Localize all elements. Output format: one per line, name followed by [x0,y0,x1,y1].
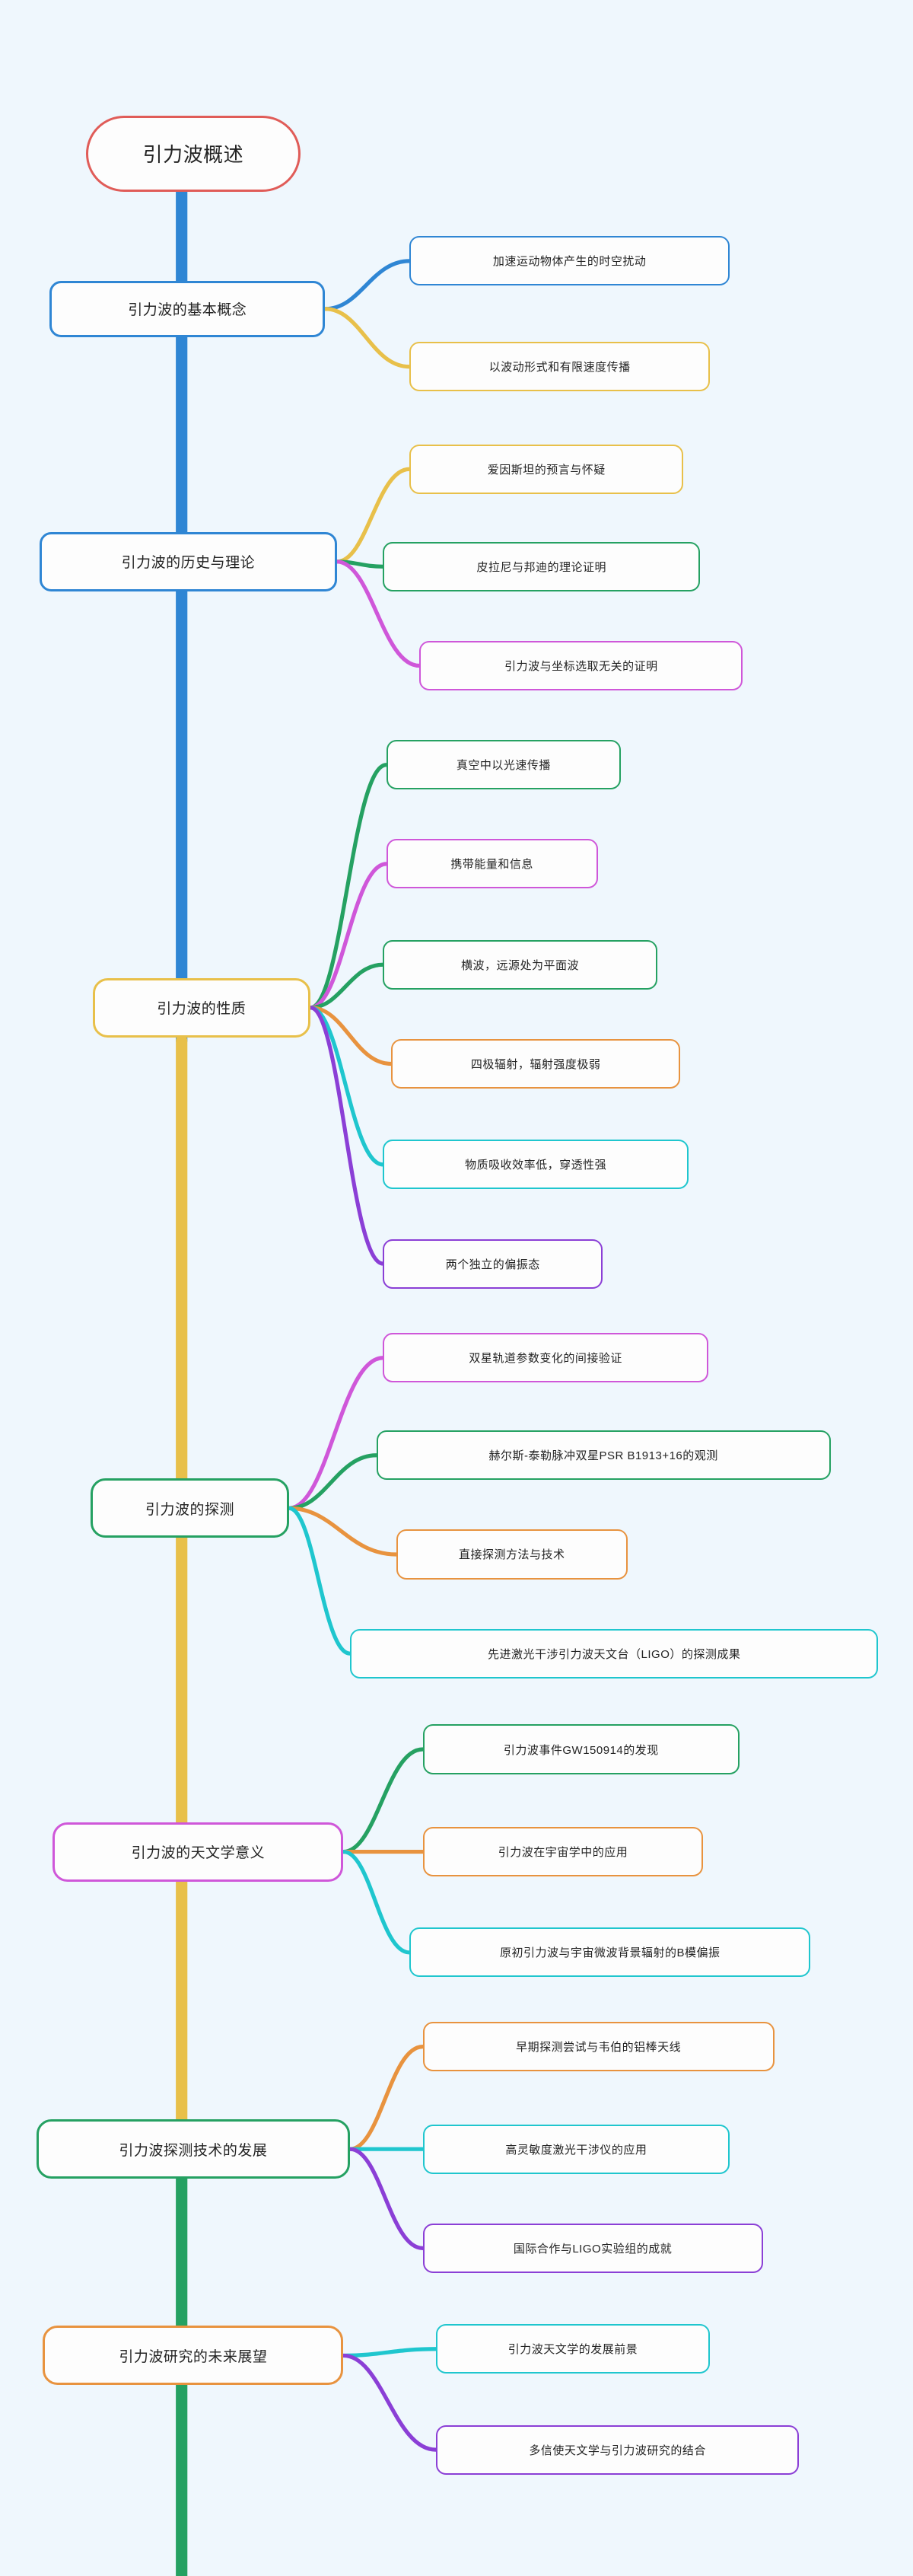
leaf-node-2-2-label: 皮拉尼与邦迪的理论证明 [476,560,606,574]
leaf-node-3-2-label: 携带能量和信息 [450,858,533,872]
connector [341,2347,438,2358]
leaf-node-4-2-label: 赫尔斯-泰勒脉冲双星PSR B1913+16的观测 [488,1449,718,1463]
branch-node-1[interactable]: 引力波的基本概念 [49,280,326,337]
leaf-node-2-3[interactable]: 引力波与坐标选取无关的证明 [419,640,743,691]
leaf-node-6-2-label: 高灵敏度激光干涉仪的应用 [505,2143,647,2157]
leaf-node-5-2-label: 引力波在宇宙学中的应用 [498,1846,628,1860]
leaf-node-3-5[interactable]: 物质吸收效率低，穿透性强 [383,1140,689,1190]
leaf-node-7-2[interactable]: 多信使天文学与引力波研究的结合 [435,2425,800,2475]
leaf-node-2-3-label: 引力波与坐标选取无关的证明 [504,660,658,673]
branch-node-4-label: 引力波的探测 [145,1501,235,1518]
root-node[interactable]: 引力波概述 [85,115,301,192]
leaf-node-3-4-label: 四极辐射，辐射强度极弱 [470,1057,601,1071]
leaf-node-3-6[interactable]: 两个独立的偏振态 [383,1239,603,1289]
leaf-node-6-1-label: 早期探测尝试与韦伯的铝棒天线 [516,2041,682,2055]
branch-node-1-label: 引力波的基本概念 [128,302,247,319]
leaf-node-4-2[interactable]: 赫尔斯-泰勒脉冲双星PSR B1913+16的观测 [376,1430,831,1481]
leaf-node-1-2-label: 以波动形式和有限速度传播 [488,361,631,375]
connector [323,259,412,311]
leaf-node-3-3-label: 横波，远源处为平面波 [461,958,580,972]
leaf-node-2-1-label: 爱因斯坦的预言与怀疑 [487,463,606,477]
connector [308,763,389,1010]
leaf-node-7-2-label: 多信使天文学与引力波研究的结合 [529,2444,706,2457]
leaf-node-6-3-label: 国际合作与LIGO实验组的成就 [513,2242,673,2256]
leaf-node-7-1-label: 引力波天文学的发展前景 [507,2343,638,2357]
leaf-node-6-2[interactable]: 高灵敏度激光干涉仪的应用 [422,2124,730,2174]
leaf-node-4-1[interactable]: 双星轨道参数变化的间接验证 [383,1333,708,1383]
connector [335,560,386,569]
leaf-node-4-4[interactable]: 先进激光干涉引力波天文台（LIGO）的探测成果 [350,1628,879,1679]
leaf-node-5-1-label: 引力波事件GW150914的发现 [503,1743,659,1757]
branch-node-7-label: 引力波研究的未来展望 [119,2348,268,2365]
connector [308,1006,393,1066]
connector [323,307,412,369]
leaf-node-3-2[interactable]: 携带能量和信息 [386,839,598,889]
branch-node-4[interactable]: 引力波的探测 [91,1478,289,1538]
branch-node-2[interactable]: 引力波的历史与理论 [40,531,337,591]
leaf-node-6-1[interactable]: 早期探测尝试与韦伯的铝棒天线 [422,2022,775,2072]
connector [348,2045,425,2151]
leaf-node-1-1[interactable]: 加速运动物体产生的时空扰动 [409,236,730,286]
leaf-node-4-4-label: 先进激光干涉引力波天文台（LIGO）的探测成果 [488,1647,741,1661]
connector [341,2353,438,2452]
connector [287,1356,386,1510]
leaf-node-4-3-label: 直接探测方法与技术 [458,1548,565,1562]
leaf-node-2-2[interactable]: 皮拉尼与邦迪的理论证明 [383,541,701,591]
branch-node-7[interactable]: 引力波研究的未来展望 [43,2326,344,2386]
leaf-node-6-3[interactable]: 国际合作与LIGO实验组的成就 [422,2223,763,2273]
leaf-node-4-3[interactable]: 直接探测方法与技术 [396,1529,628,1580]
leaf-node-5-2[interactable]: 引力波在宇宙学中的应用 [422,1827,704,1877]
branch-node-3-label: 引力波的性质 [157,1001,247,1018]
connector [308,1006,386,1167]
leaf-node-1-1-label: 加速运动物体产生的时空扰动 [492,255,647,269]
leaf-node-3-1[interactable]: 真空中以光速传播 [386,740,621,790]
leaf-node-7-1[interactable]: 引力波天文学的发展前景 [435,2324,711,2374]
leaf-node-3-4[interactable]: 四极辐射，辐射强度极弱 [391,1038,681,1089]
leaf-node-3-5-label: 物质吸收效率低，穿透性强 [465,1159,607,1172]
leaf-node-5-3-label: 原初引力波与宇宙微波背景辐射的B模偏振 [500,1946,721,1960]
branch-node-2-label: 引力波的历史与理论 [121,555,256,572]
leaf-node-4-1-label: 双星轨道参数变化的间接验证 [469,1352,622,1366]
connector [341,1849,412,1955]
connector [348,2147,425,2250]
branch-node-6-label: 引力波探测技术的发展 [119,2142,268,2159]
leaf-node-3-6-label: 两个独立的偏振态 [445,1258,540,1271]
leaf-node-5-3[interactable]: 原初引力波与宇宙微波背景辐射的B模偏振 [409,1927,811,1978]
leaf-node-3-3[interactable]: 横波，远源处为平面波 [383,939,657,990]
connector [308,862,389,1010]
connector [308,962,386,1010]
leaf-node-2-1[interactable]: 爱因斯坦的预言与怀疑 [409,444,684,494]
connector [287,1506,352,1656]
connector [287,1453,379,1510]
connector [287,1506,399,1557]
leaf-node-3-1-label: 真空中以光速传播 [456,759,551,773]
connector [308,1006,386,1266]
connector [341,1747,425,1854]
branch-node-6[interactable]: 引力波探测技术的发展 [36,2119,351,2179]
branch-node-5-label: 引力波的天文学意义 [131,1845,266,1862]
branch-node-3[interactable]: 引力波的性质 [92,977,310,1038]
leaf-node-1-2[interactable]: 以波动形式和有限速度传播 [409,342,711,392]
branch-node-5[interactable]: 引力波的天文学意义 [52,1822,344,1882]
root-node-label: 引力波概述 [142,143,244,167]
leaf-node-5-1[interactable]: 引力波事件GW150914的发现 [422,1724,740,1774]
